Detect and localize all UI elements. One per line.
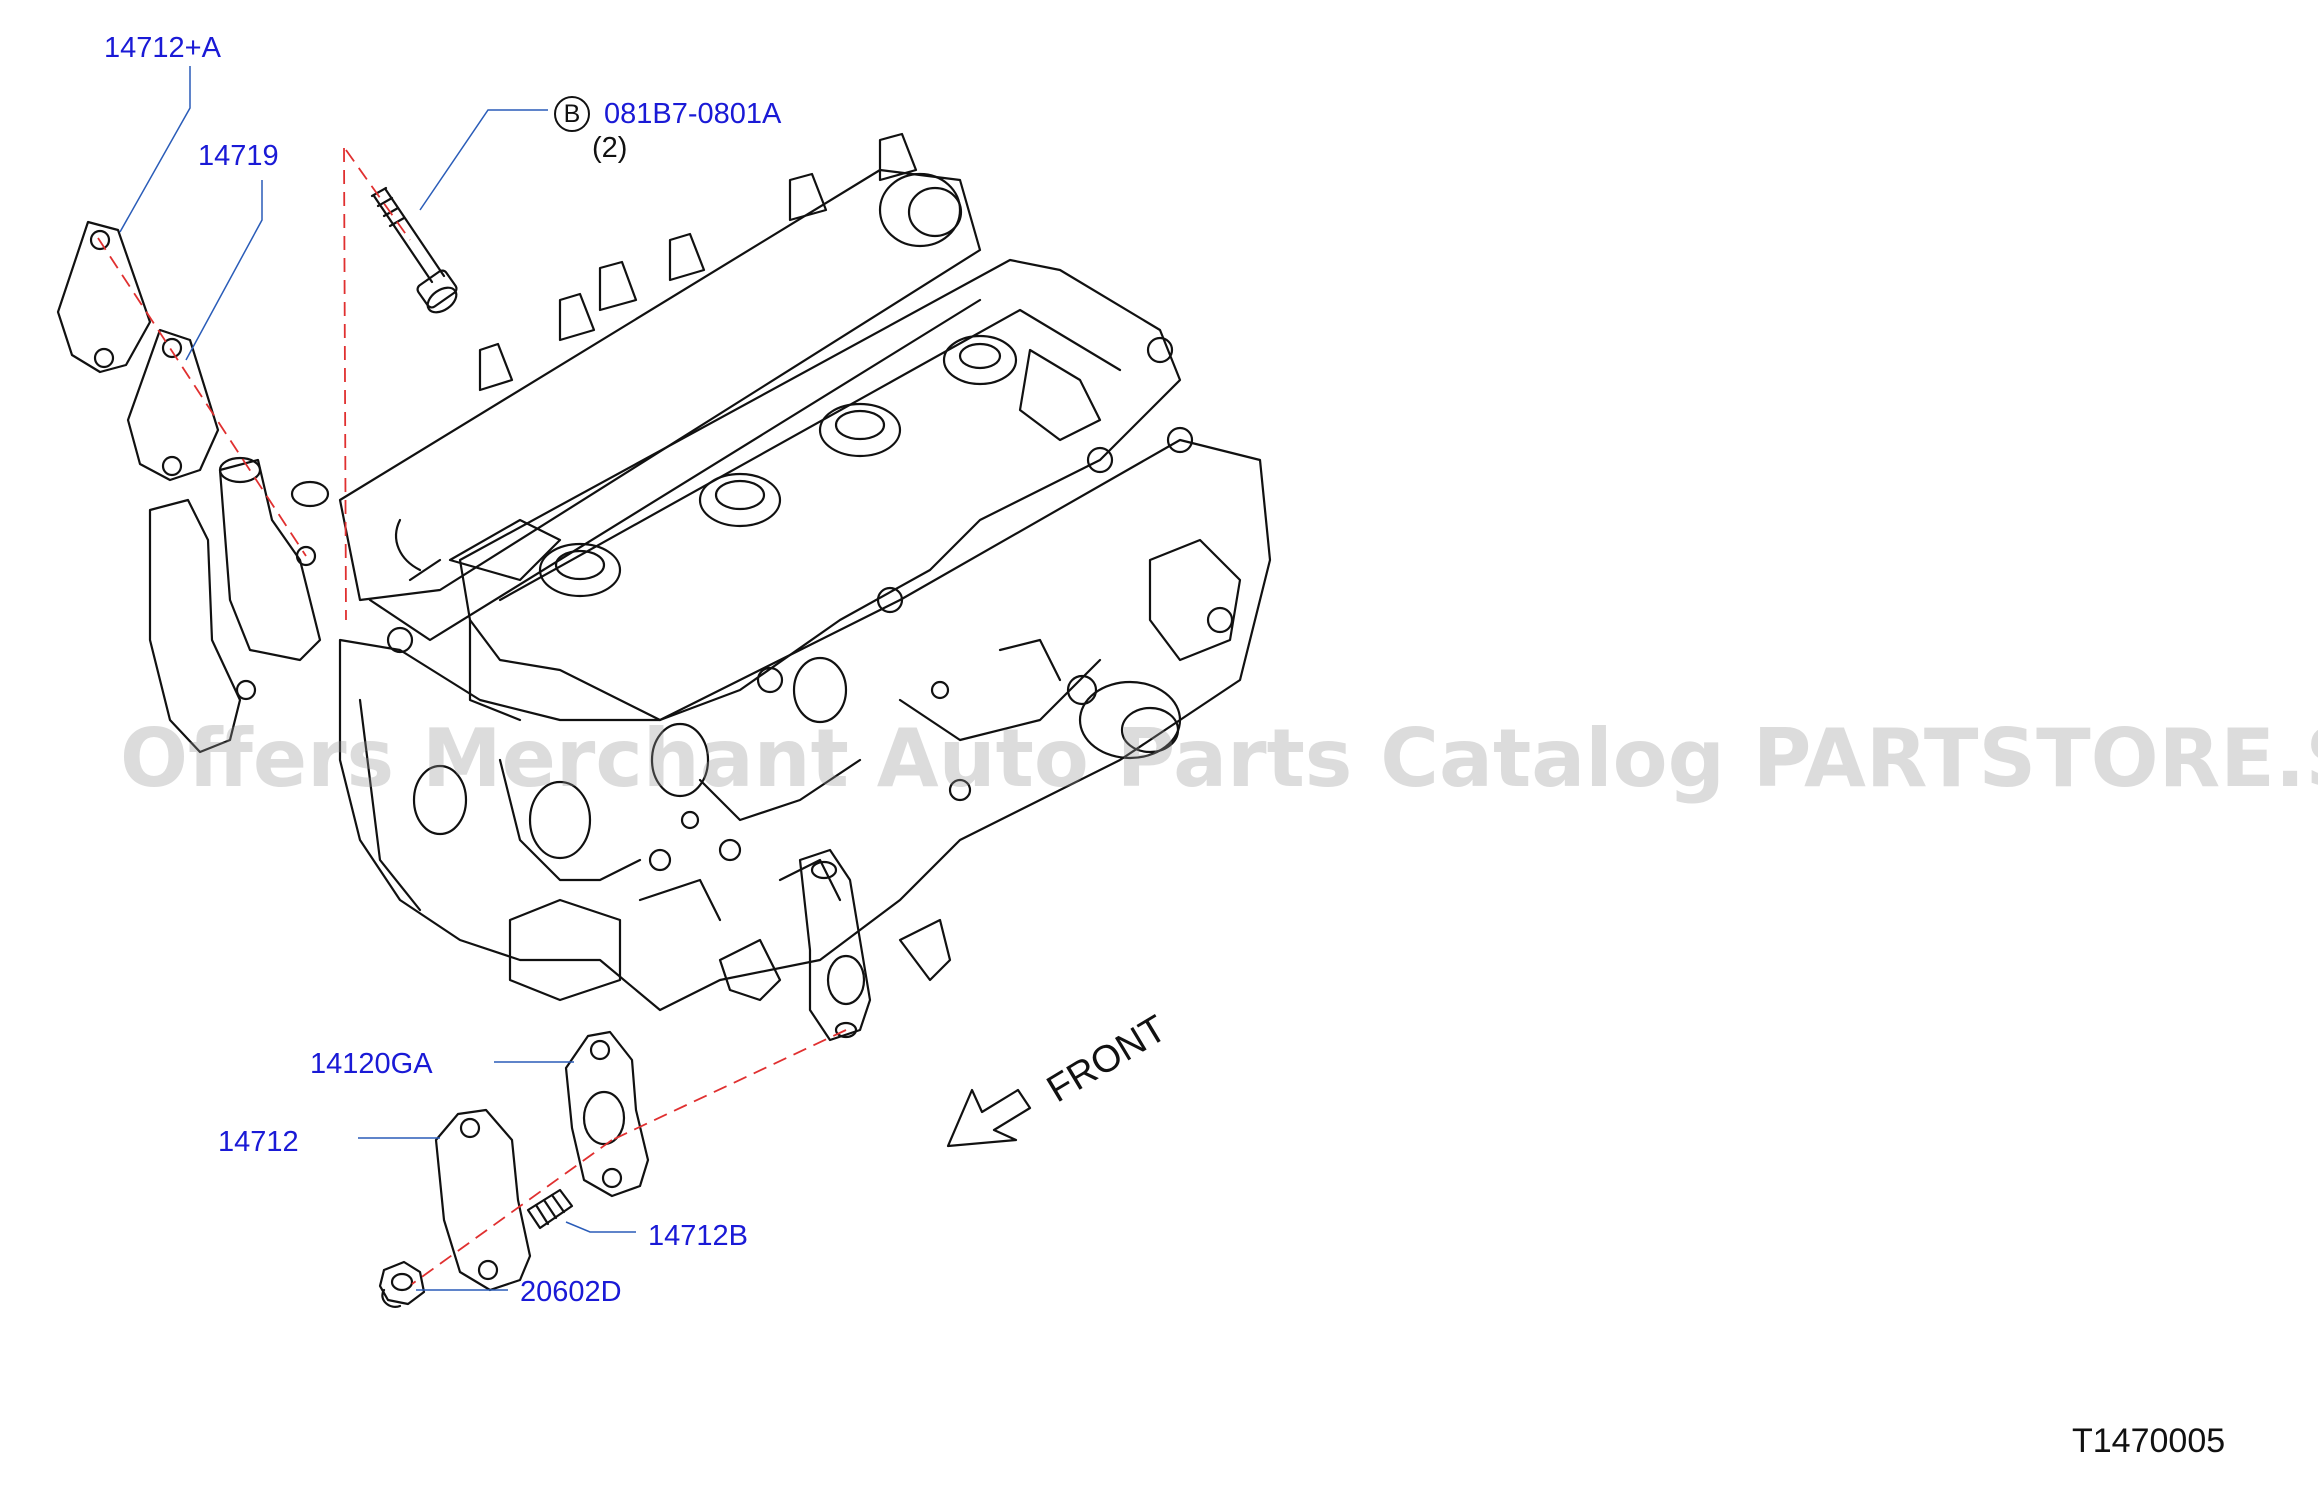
leader-14712a bbox=[119, 66, 191, 233]
leader-lines bbox=[119, 66, 636, 1291]
bolt-081b7-shape[interactable] bbox=[370, 186, 461, 317]
front-arrow-icon bbox=[946, 1088, 1032, 1148]
stud-14712b-shape[interactable] bbox=[526, 1188, 574, 1230]
leader-14712b bbox=[565, 1221, 636, 1233]
callout-081b7-0801a[interactable]: 081B7-0801A bbox=[604, 98, 782, 130]
gasket-14719-shape[interactable] bbox=[126, 328, 220, 482]
gasket-14120ga-shape[interactable] bbox=[564, 1030, 650, 1198]
callout-14712a[interactable]: 14712+A bbox=[104, 32, 221, 64]
plate-14712-shape[interactable] bbox=[434, 1108, 532, 1292]
callout-14719[interactable]: 14719 bbox=[198, 140, 279, 172]
intake-rail bbox=[338, 132, 982, 642]
bolt-badge-icon: B bbox=[554, 96, 590, 132]
egr-outlet-flange bbox=[148, 456, 330, 754]
dashed-axis-lines bbox=[97, 147, 847, 1285]
egr-port-flange bbox=[718, 848, 952, 1042]
callout-14120ga[interactable]: 14120GA bbox=[310, 1048, 433, 1080]
callout-14712b[interactable]: 14712B bbox=[648, 1220, 748, 1252]
leader-14719 bbox=[185, 180, 263, 361]
nut-20602d-shape[interactable] bbox=[378, 1260, 426, 1308]
watermark-text: Offers Merchant Auto Parts Catalog PARTS… bbox=[120, 712, 2318, 805]
figure-code: T1470005 bbox=[2072, 1422, 2226, 1460]
leader-bolt bbox=[419, 109, 548, 211]
callout-20602d[interactable]: 20602D bbox=[520, 1276, 622, 1308]
cylinder-head-block bbox=[338, 438, 1272, 1012]
valve-cover bbox=[386, 258, 1194, 722]
gasket-14712a-shape[interactable] bbox=[56, 220, 152, 374]
bolt-quantity: (2) bbox=[592, 132, 628, 164]
callout-14712[interactable]: 14712 bbox=[218, 1126, 299, 1158]
